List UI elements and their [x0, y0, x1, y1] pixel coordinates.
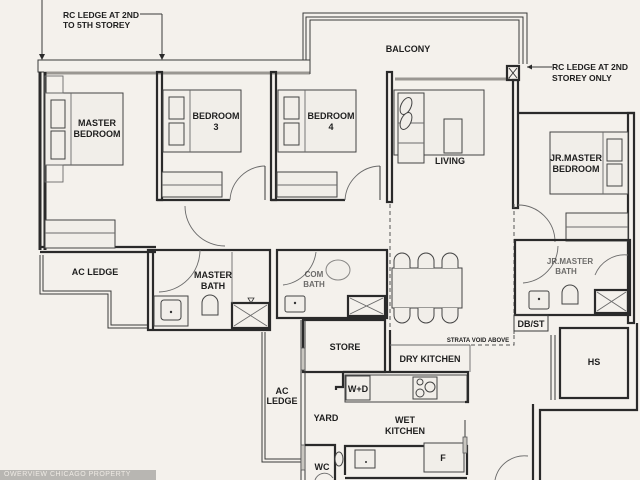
master-bath: MASTER BATH [146, 248, 272, 332]
rc-ledge-right-line2: STOREY ONLY [552, 73, 612, 83]
bedroom3-wardrobe [161, 171, 223, 198]
watermark: OWERVIEW CHICAGO PROPERTY [0, 470, 156, 480]
ac-ledge-left-label: AC LEDGE [72, 267, 119, 277]
bedroom4-label-2: 4 [328, 122, 333, 132]
living-room: LIVING [389, 89, 515, 335]
washer-dryer [345, 375, 371, 401]
master-bath-label-2: BATH [201, 281, 225, 291]
dining-table [391, 267, 463, 309]
db-st: DB/ST [513, 314, 549, 332]
dry-kitchen: DRY KITCHEN W+D [334, 330, 471, 404]
balcony-label: BALCONY [386, 44, 431, 54]
yard-label: YARD [314, 413, 339, 423]
washer-dryer-label: W+D [348, 384, 369, 394]
living-label: LIVING [435, 156, 465, 166]
wet-kitchen-sink [354, 449, 376, 469]
bedroom4-wardrobe [276, 171, 338, 198]
coffee-table [443, 118, 463, 154]
ac-ledge-bottom: AC LEDGE [261, 332, 303, 463]
fridge [423, 442, 465, 473]
wc-label: WC [315, 462, 330, 472]
rc-ledge-left-annotation: RC LEDGE AT 2ND TO 5TH STOREY [39, 0, 165, 60]
common-bath: COM BATH [275, 248, 389, 320]
ac-ledge-bottom-label-2: LEDGE [266, 396, 297, 406]
wet-kitchen: WET KITCHEN F [343, 415, 469, 480]
jr-master-bath: JR.MASTER BATH [513, 238, 632, 317]
ac-ledge-bottom-label-1: AC [276, 386, 289, 396]
wet-kitchen-label-2: KITCHEN [385, 426, 425, 436]
yard-wall [300, 320, 306, 480]
jr-master-label-2: BEDROOM [553, 164, 600, 174]
store-label: STORE [330, 342, 361, 352]
strata-void-label: STRATA VOID ABOVE [447, 338, 509, 344]
common-bath-label-1: COM [305, 270, 324, 279]
master-wardrobe [44, 219, 116, 249]
master-bath-label-1: MASTER [194, 270, 233, 280]
jr-bath-label-2: BATH [555, 267, 577, 276]
master-bath-toilet [201, 294, 219, 316]
ac-ledge-left: AC LEDGE [39, 255, 148, 329]
store: STORE [301, 318, 387, 374]
bedroom4-label-1: BEDROOM [308, 111, 355, 121]
rc-ledge-right-annotation: RC LEDGE AT 2ND STOREY ONLY [527, 62, 628, 83]
master-bedroom-label-1: MASTER [78, 118, 117, 128]
bedroom3-label-2: 3 [213, 122, 218, 132]
bedroom-4: BEDROOM 4 [271, 89, 381, 202]
master-bath-shower [230, 301, 271, 330]
db-st-label: DB/ST [518, 319, 546, 329]
master-bath-door [158, 249, 201, 293]
common-bath-label-2: BATH [303, 280, 325, 289]
household-shelter: HS [494, 323, 639, 480]
jr-master-label-1: JR.MASTER [550, 153, 603, 163]
rc-ledge-left-line2: TO 5TH STOREY [63, 20, 131, 30]
bedroom-3: BEDROOM 3 [157, 89, 266, 202]
master-bedroom-label-2: BEDROOM [74, 129, 121, 139]
wc: WC [305, 443, 344, 480]
hs-label: HS [588, 357, 601, 367]
rc-ledge-left-line1: RC LEDGE AT 2ND [63, 10, 139, 20]
jr-master-bedroom: JR.MASTER BEDROOM [517, 131, 629, 243]
balcony: BALCONY [302, 12, 528, 82]
dry-kitchen-label: DRY KITCHEN [399, 354, 460, 364]
bedroom3-label-1: BEDROOM [193, 111, 240, 121]
wet-kitchen-label-1: WET [395, 415, 415, 425]
master-bedroom-door [184, 205, 226, 247]
jr-master-door [517, 204, 556, 243]
fridge-label: F [440, 453, 446, 463]
rc-ledge-strip [37, 59, 311, 75]
master-bedroom: MASTER BEDROOM [44, 75, 124, 249]
jr-bath-label-1: JR.MASTER [547, 257, 593, 266]
dining-area [391, 252, 463, 324]
rc-ledge-right-line1: RC LEDGE AT 2ND [552, 62, 628, 72]
